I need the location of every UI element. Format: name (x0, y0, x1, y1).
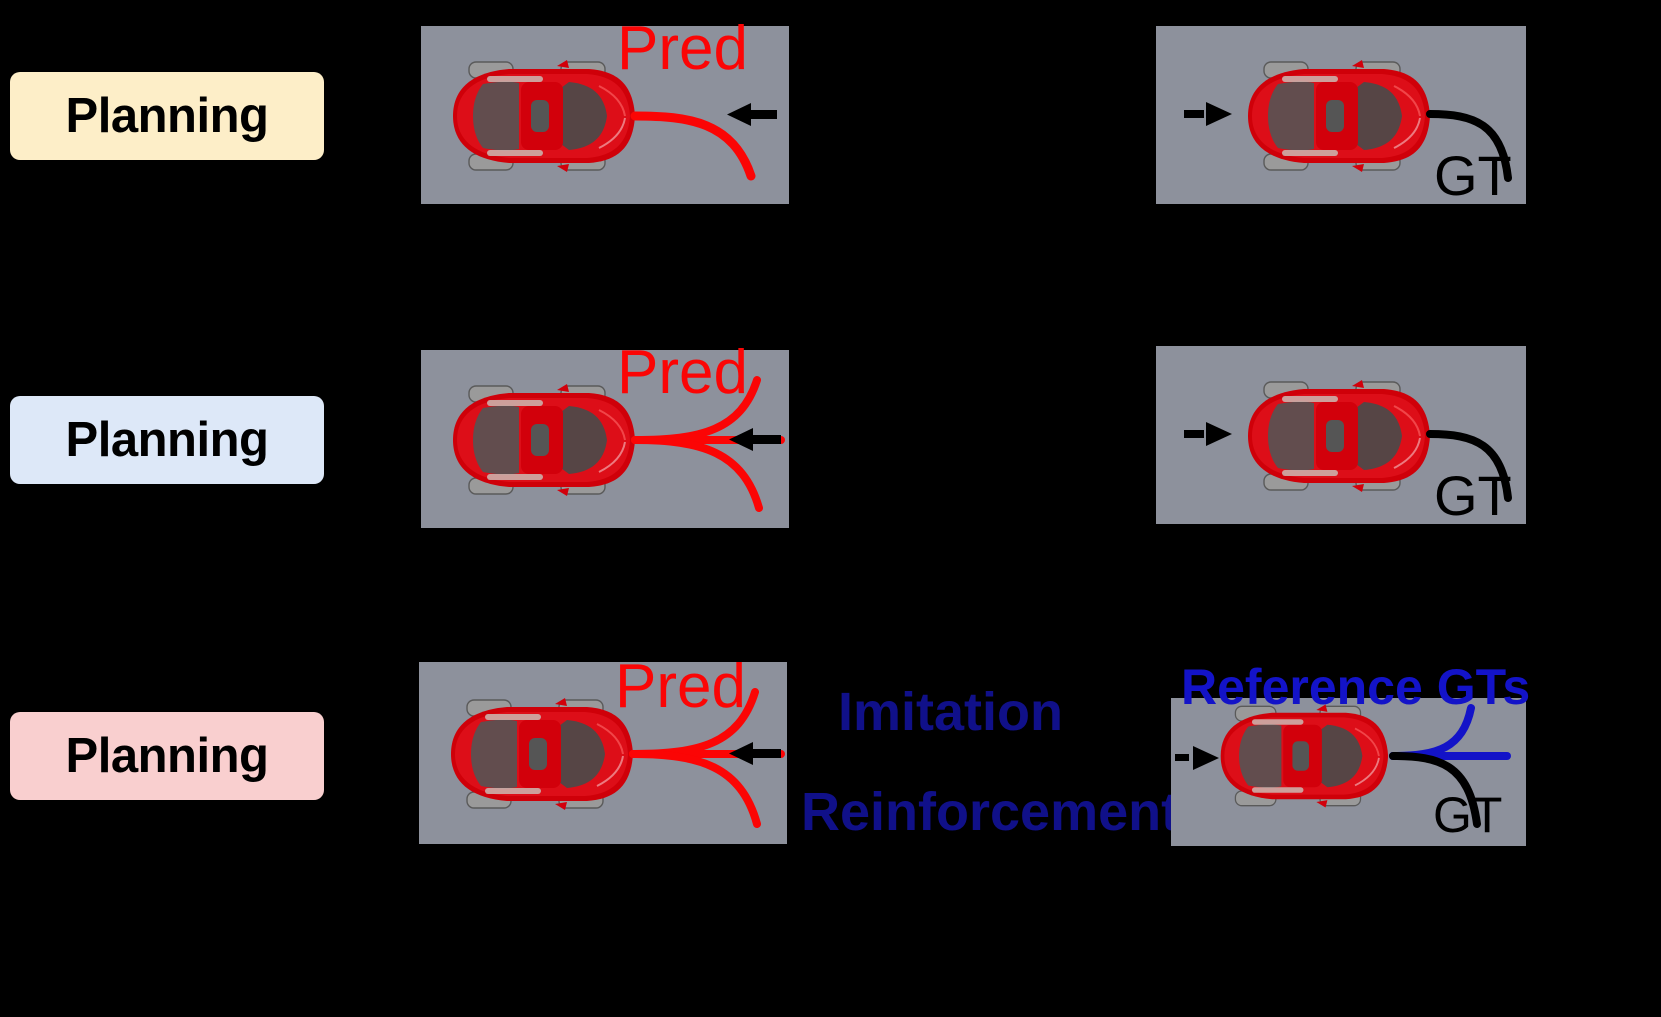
gt-label-row1: GT (1434, 144, 1512, 207)
row1-gt-overlay (1184, 60, 1512, 182)
scene-panel-row3-pred: Pred (419, 656, 787, 844)
pred-label-row2: Pred (617, 338, 748, 407)
planning-chip-row2-label: Planning (65, 412, 269, 467)
gt-trajectory-row1 (1426, 110, 1512, 182)
ego-car-row1-right (1248, 60, 1430, 172)
pred-trajectory-row1 (630, 111, 756, 181)
gt-label-row2: GT (1434, 464, 1512, 527)
ego-car-row3-right (1220, 704, 1389, 808)
scene-panel-row2-gt: GT (1156, 346, 1526, 524)
planning-chip-row3: Planning (10, 712, 324, 800)
row3-pred-overlay (451, 688, 785, 828)
reinforcement-label: Reinforcement (801, 782, 1180, 842)
row2-pred-overlay (453, 376, 785, 512)
planning-chip-row3-label: Planning (65, 728, 269, 783)
right-arrow-row3 (1175, 746, 1219, 770)
scene-panel-row2-pred: Pred (421, 342, 789, 528)
left-arrow-row2 (729, 428, 781, 451)
ego-car-row1-left (453, 60, 635, 172)
ego-car-row3-left (451, 698, 633, 810)
row3-gt-overlay (1175, 704, 1511, 828)
planning-chip-row1-label: Planning (65, 88, 269, 143)
ego-car-row2-right (1248, 380, 1430, 492)
scene-panel-row1-gt: GT (1156, 26, 1526, 204)
planning-chip-row1: Planning (10, 72, 324, 160)
scene-panel-row1-pred: Pred (421, 18, 789, 204)
row2-gt-overlay (1184, 380, 1512, 502)
scene-panel-row3-gt: Reference GTs GT (1171, 662, 1530, 846)
right-arrow-row1 (1184, 102, 1232, 126)
left-arrow-row1 (727, 103, 777, 126)
right-arrow-row2 (1184, 422, 1232, 446)
row1-pred-overlay (453, 60, 777, 181)
gt-trajectory-row2 (1426, 430, 1512, 502)
imitation-label: Imitation (838, 682, 1063, 742)
pred-label-row3: Pred (615, 652, 746, 721)
gt-trajectory-row3 (1389, 752, 1481, 828)
gt-label-row3: GT (1433, 787, 1503, 843)
reference-gts-fan-row3 (1389, 704, 1511, 760)
left-arrow-row3 (729, 742, 781, 765)
reference-gts-label: Reference GTs (1181, 659, 1531, 715)
planning-chip-row2: Planning (10, 396, 324, 484)
ego-car-row2-left (453, 384, 635, 496)
pred-label-row1: Pred (617, 14, 748, 83)
